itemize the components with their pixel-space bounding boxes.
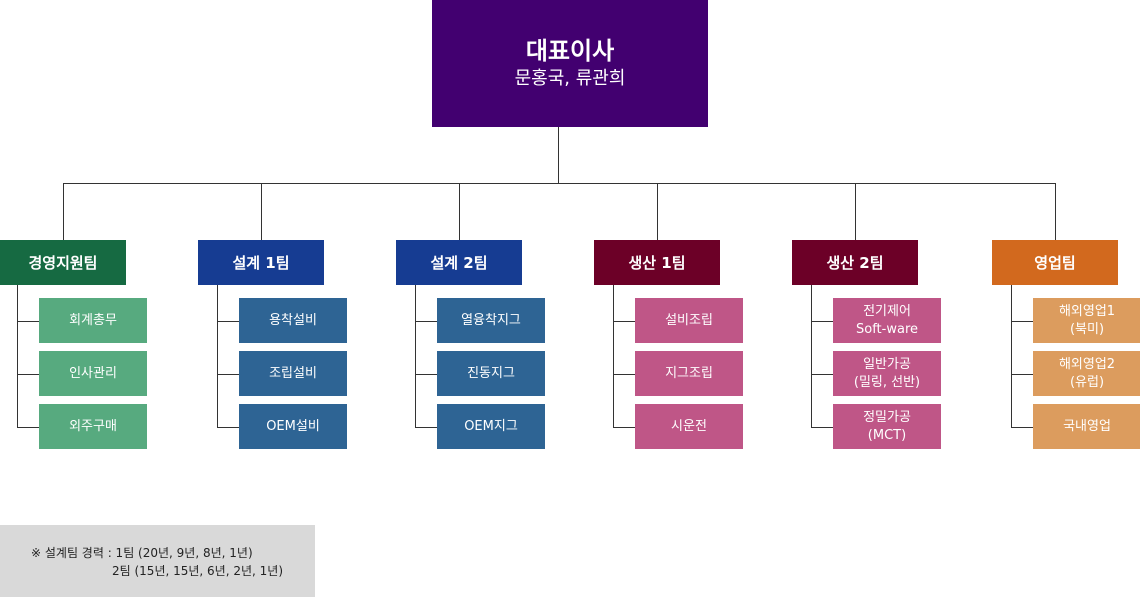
sub-branch-connector: [217, 426, 239, 428]
ceo-title: 대표이사: [525, 36, 615, 65]
sub-unit-box: OEM설비: [239, 404, 347, 449]
sub-trunk-connector: [17, 285, 18, 427]
team-sales: 영업팀: [992, 240, 1118, 285]
sub-branch-connector: [415, 320, 437, 322]
horizontal-connector: [63, 183, 1056, 184]
sub-unit-box: 회계총무: [39, 298, 147, 343]
note-line-1: ※ 설계팀 경력 : 1팀 (20년, 9년, 8년, 1년): [31, 546, 253, 560]
sub-branch-connector: [811, 373, 833, 375]
sub-unit-box: 정밀가공 (MCT): [833, 404, 941, 449]
team-connector: [1055, 183, 1056, 240]
team-design-1: 설계 1팀: [198, 240, 324, 285]
team-management-support: 경영지원팀: [0, 240, 126, 285]
sub-branch-connector: [17, 320, 39, 322]
sub-branch-connector: [613, 320, 635, 322]
team-connector: [657, 183, 658, 240]
sub-unit-box: 인사관리: [39, 351, 147, 396]
team-design-2: 설계 2팀: [396, 240, 522, 285]
sub-unit-box: 일반가공 (밀링, 선반): [833, 351, 941, 396]
sub-unit-box: 열융착지그: [437, 298, 545, 343]
sub-unit-box: OEM지그: [437, 404, 545, 449]
sub-unit-box: 조립설비: [239, 351, 347, 396]
ceo-names: 문홍국, 류관희: [514, 67, 626, 89]
sub-branch-connector: [415, 426, 437, 428]
sub-branch-connector: [613, 426, 635, 428]
sub-unit-box: 설비조립: [635, 298, 743, 343]
sub-unit-box: 지그조립: [635, 351, 743, 396]
sub-unit-box: 외주구매: [39, 404, 147, 449]
sub-unit-box: 용착설비: [239, 298, 347, 343]
sub-trunk-connector: [217, 285, 218, 427]
sub-trunk-connector: [811, 285, 812, 427]
sub-branch-connector: [17, 426, 39, 428]
ceo-connector: [558, 127, 559, 183]
sub-unit-box: 전기제어 Soft-ware: [833, 298, 941, 343]
sub-unit-box: 국내영업: [1033, 404, 1140, 449]
team-connector: [459, 183, 460, 240]
sub-trunk-connector: [1011, 285, 1012, 427]
sub-trunk-connector: [613, 285, 614, 427]
team-connector: [855, 183, 856, 240]
sub-branch-connector: [1011, 426, 1033, 428]
sub-branch-connector: [1011, 373, 1033, 375]
sub-branch-connector: [17, 373, 39, 375]
ceo-box: 대표이사 문홍국, 류관희: [432, 0, 708, 127]
sub-branch-connector: [1011, 320, 1033, 322]
sub-trunk-connector: [415, 285, 416, 427]
sub-unit-box: 시운전: [635, 404, 743, 449]
sub-branch-connector: [613, 373, 635, 375]
sub-branch-connector: [217, 373, 239, 375]
sub-branch-connector: [415, 373, 437, 375]
sub-branch-connector: [811, 320, 833, 322]
sub-unit-box: 해외영업2 (유럽): [1033, 351, 1140, 396]
sub-unit-box: 해외영업1 (북미): [1033, 298, 1140, 343]
team-production-1: 생산 1팀: [594, 240, 720, 285]
design-team-career-note: ※ 설계팀 경력 : 1팀 (20년, 9년, 8년, 1년) 2팀 (15년,…: [0, 525, 315, 597]
sub-branch-connector: [811, 426, 833, 428]
team-connector: [261, 183, 262, 240]
team-connector: [63, 183, 64, 240]
note-line-2: 2팀 (15년, 15년, 6년, 2년, 1년): [112, 564, 284, 578]
sub-branch-connector: [217, 320, 239, 322]
sub-unit-box: 진동지그: [437, 351, 545, 396]
team-production-2: 생산 2팀: [792, 240, 918, 285]
